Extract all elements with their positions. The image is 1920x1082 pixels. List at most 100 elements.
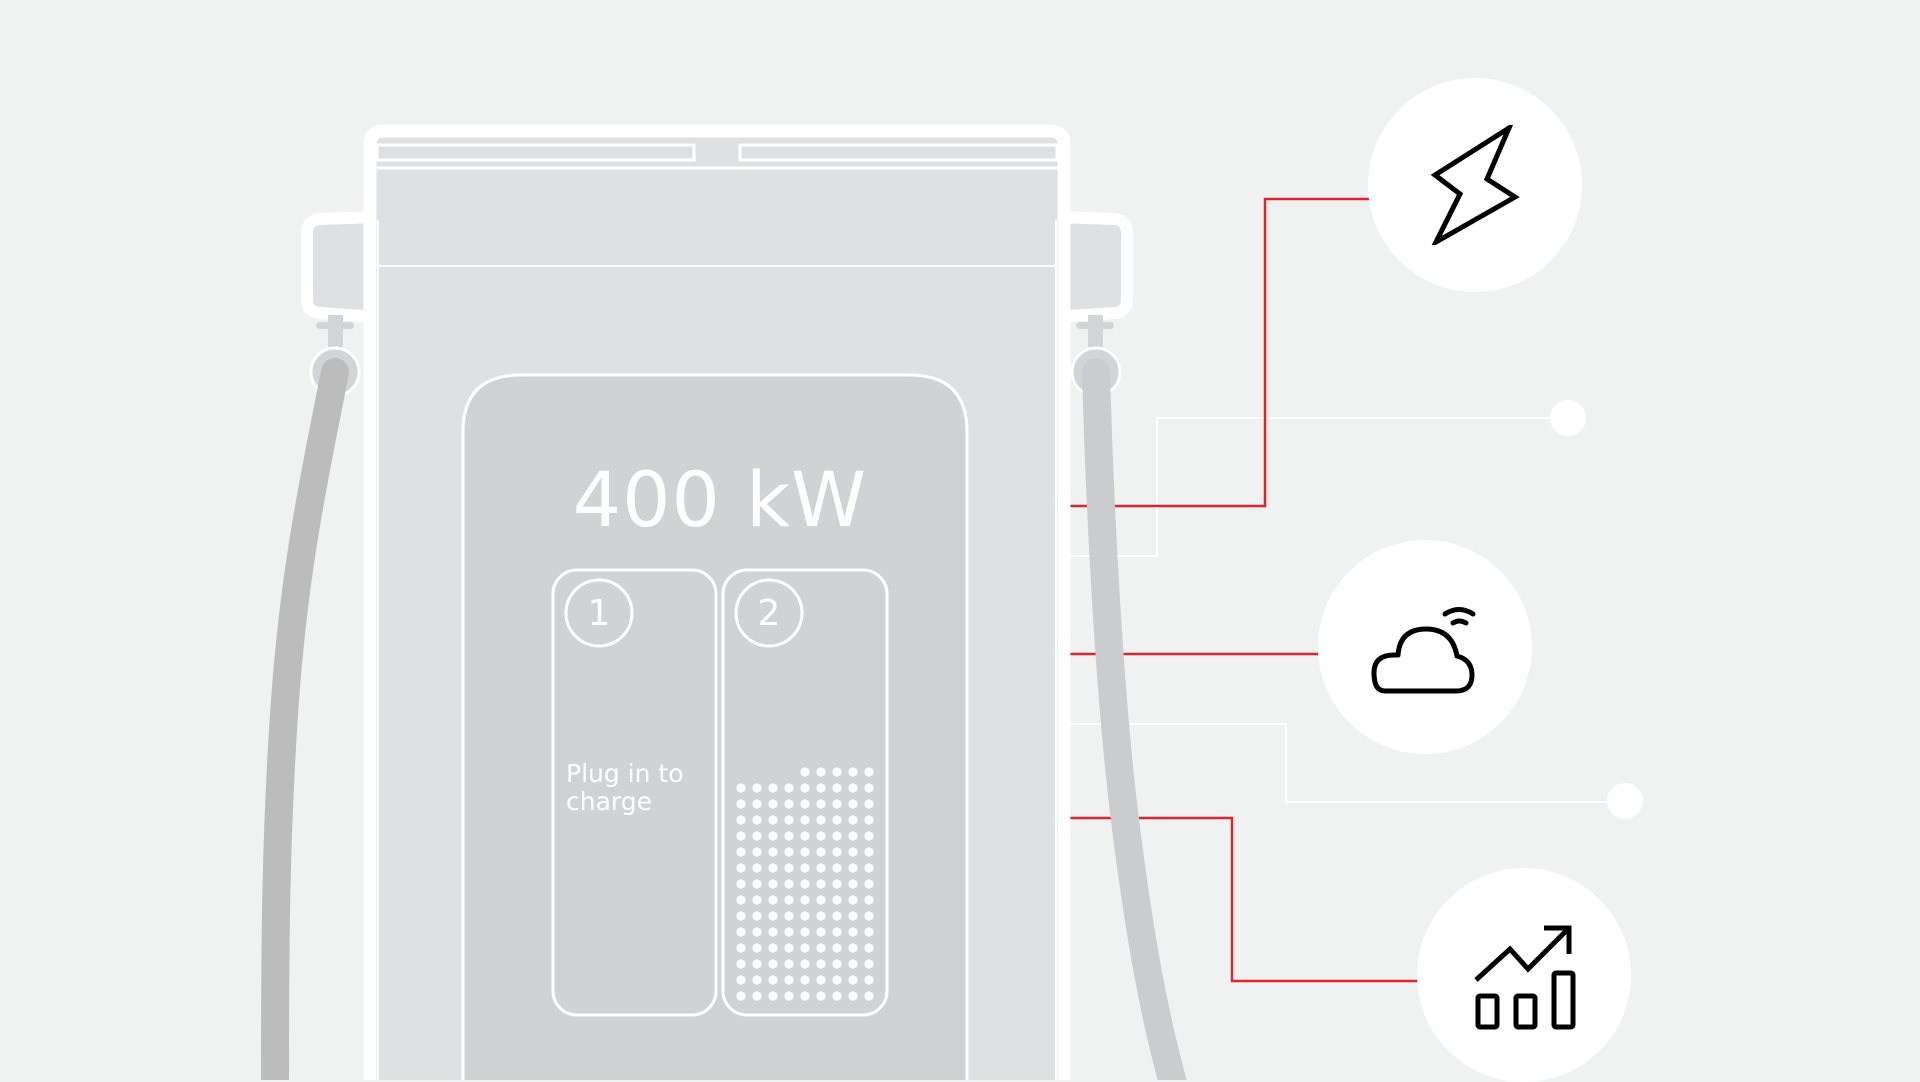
charge-dot (752, 863, 762, 873)
charge-dot (816, 863, 826, 873)
charge-dot (768, 863, 778, 873)
charge-dot (736, 847, 746, 857)
outlet-1-number-circle (564, 578, 634, 648)
charge-dot (752, 815, 762, 825)
charge-dot (736, 783, 746, 793)
outlet-panel-1 (551, 568, 718, 1017)
charge-dot (832, 831, 842, 841)
charge-dot (848, 799, 858, 809)
charge-dot (800, 991, 810, 1001)
charge-dot (848, 863, 858, 873)
charge-dot (752, 991, 762, 1001)
charge-dot (816, 799, 826, 809)
charge-dot (848, 847, 858, 857)
charge-dot (832, 847, 842, 857)
charge-dot (784, 991, 794, 1001)
charge-dot (736, 991, 746, 1001)
charge-dot (784, 799, 794, 809)
charge-dot (864, 975, 874, 985)
charge-dot (768, 975, 778, 985)
charge-dot (816, 879, 826, 889)
outlet-panel-2 (721, 568, 889, 1017)
charge-dot (736, 831, 746, 841)
charge-dot (784, 959, 794, 969)
charge-dot (736, 863, 746, 873)
charge-dot (800, 879, 810, 889)
charge-dot (816, 975, 826, 985)
charge-dot (864, 879, 874, 889)
charge-dot (800, 863, 810, 873)
charge-dot (752, 879, 762, 889)
charge-dot (832, 799, 842, 809)
red-line-power (1070, 197, 1375, 508)
charge-dot (864, 847, 874, 857)
charge-dot (832, 927, 842, 937)
charge-dot (752, 959, 762, 969)
charge-dot (848, 943, 858, 953)
cloud-wifi-icon (1371, 607, 1476, 694)
white-line-1 (1070, 417, 1560, 557)
charge-dot (784, 831, 794, 841)
charge-dot (768, 991, 778, 1001)
right-bracket (1056, 211, 1133, 323)
charge-dot (784, 847, 794, 857)
charge-dot (752, 783, 762, 793)
charge-dot (784, 879, 794, 889)
charge-dot (800, 895, 810, 905)
charge-dot (832, 783, 842, 793)
charge-dot (768, 943, 778, 953)
charge-dot (768, 879, 778, 889)
charge-dot (784, 783, 794, 793)
charge-dot (864, 927, 874, 937)
charge-dot (864, 831, 874, 841)
charge-dot (800, 767, 810, 777)
red-line-analytics (1070, 816, 1420, 983)
charge-dot (800, 943, 810, 953)
charge-dot (848, 815, 858, 825)
charge-dot (832, 815, 842, 825)
charge-dot (864, 863, 874, 873)
white-line-1-endpoint (1550, 400, 1586, 436)
charge-dot (848, 911, 858, 921)
charge-dot (848, 927, 858, 937)
charge-dot (800, 799, 810, 809)
charge-dot (768, 783, 778, 793)
top-slot-right (738, 143, 1059, 162)
charge-dot (848, 991, 858, 1001)
charge-dot (848, 895, 858, 905)
white-line-2-endpoint (1607, 783, 1643, 819)
cloud-feature-circle (1318, 540, 1532, 754)
charge-dot (800, 831, 810, 841)
charge-dot (816, 991, 826, 1001)
charge-dot (752, 799, 762, 809)
charge-dot (800, 911, 810, 921)
charge-dot (832, 991, 842, 1001)
charge-dot (752, 927, 762, 937)
charge-dot (784, 895, 794, 905)
outlet-2-number-circle (734, 578, 804, 648)
charge-dot (736, 975, 746, 985)
power-rating-label: 400 kW (572, 455, 868, 544)
charge-dot (800, 847, 810, 857)
charge-dot (816, 895, 826, 905)
charge-dot (832, 975, 842, 985)
charge-dot (768, 895, 778, 905)
charge-dot (752, 975, 762, 985)
charge-dot (736, 959, 746, 969)
charge-dot (736, 815, 746, 825)
analytics-feature-circle (1417, 868, 1631, 1082)
charge-dot (864, 991, 874, 1001)
charge-dot (800, 975, 810, 985)
charge-dot (832, 767, 842, 777)
charge-dot (864, 895, 874, 905)
charge-dot (848, 879, 858, 889)
right-hose (1082, 358, 1187, 1080)
charge-dot (800, 783, 810, 793)
power-feature-circle (1368, 78, 1582, 292)
white-line-2 (1070, 723, 1610, 803)
charge-dot (784, 943, 794, 953)
charge-dot (832, 911, 842, 921)
charge-dot (752, 847, 762, 857)
